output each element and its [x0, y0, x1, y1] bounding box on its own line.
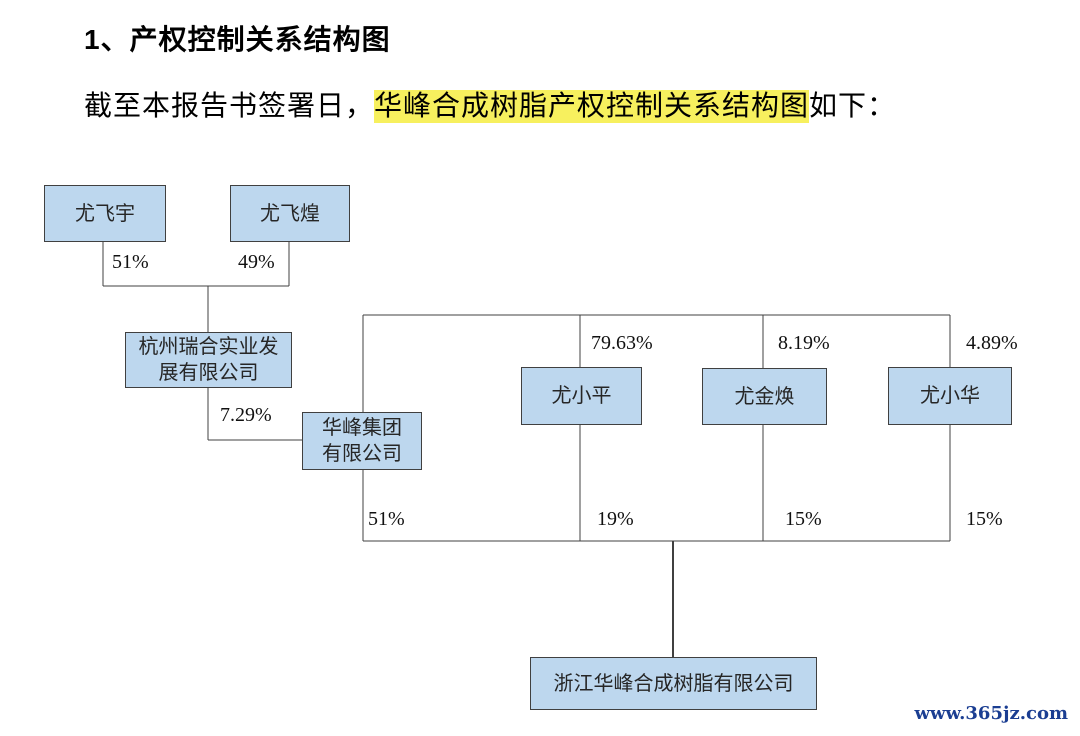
node-you-xiaoping: 尤小平: [521, 367, 642, 425]
intro-text-prefix: 截至本报告书签署日，: [84, 91, 375, 122]
ownership-label-yfy-ruihe: 51%: [112, 251, 149, 273]
highlighted-phrase: 华峰合成树脂产权控制关系结构图: [374, 90, 810, 123]
ownership-label-yfh-ruihe: 49%: [238, 251, 275, 273]
ownership-label-yjh-group: 8.19%: [778, 332, 830, 354]
ownership-label-ruihe-group: 7.29%: [220, 404, 272, 426]
section-heading: 1、产权控制关系结构图: [84, 24, 391, 55]
node-you-xiaohua: 尤小华: [888, 367, 1012, 425]
ownership-label-group-resin: 51%: [368, 508, 405, 530]
node-huafeng-group: 华峰集团 有限公司: [302, 412, 422, 470]
ownership-label-yxp-group: 79.63%: [591, 332, 653, 354]
node-zhejiang-huafeng: 浙江华峰合成树脂有限公司: [530, 657, 817, 710]
ownership-label-yjh-resin: 15%: [785, 508, 822, 530]
node-you-feihuang: 尤飞煌: [230, 185, 350, 242]
node-hangzhou-ruihe: 杭州瑞合实业发 展有限公司: [125, 332, 292, 388]
watermark-url: www.365jz.com: [914, 703, 1068, 724]
intro-paragraph: 截至本报告书签署日，华峰合成树脂产权控制关系结构图如下：: [84, 84, 896, 124]
node-you-jinhuan: 尤金焕: [702, 368, 827, 425]
ownership-label-yxh-resin: 15%: [966, 508, 1003, 530]
node-you-feiyu: 尤飞宇: [44, 185, 166, 242]
ownership-label-yxp-resin: 19%: [597, 508, 634, 530]
ownership-label-yxh-group: 4.89%: [966, 332, 1018, 354]
intro-text-suffix: 如下：: [809, 91, 897, 122]
